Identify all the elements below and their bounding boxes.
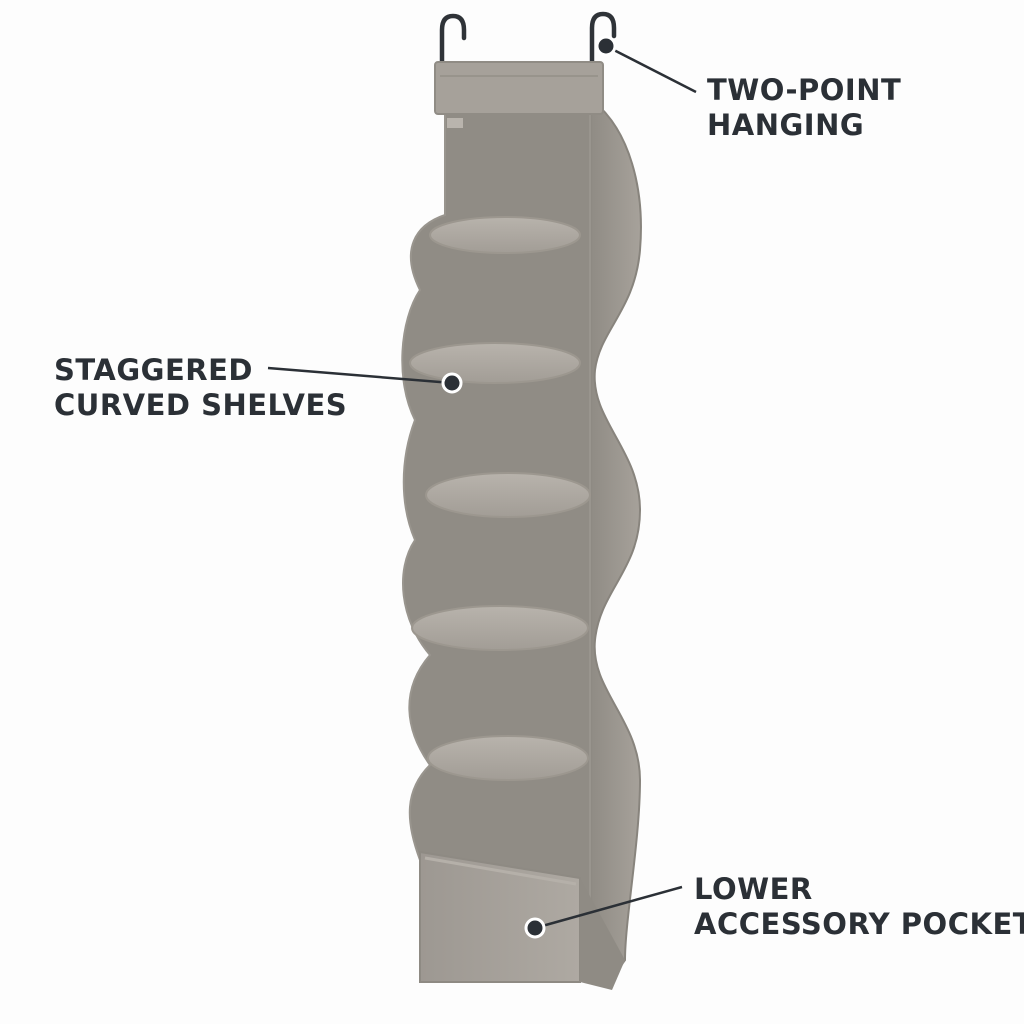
callout-pocket-label: LOWER ACCESSORY POCKET — [694, 872, 1024, 942]
wavy-side-panel — [589, 98, 642, 980]
callout-hanging-label: TWO-POINT HANGING — [707, 73, 901, 143]
brand-tag — [447, 118, 463, 128]
callout-hanging-line2: HANGING — [707, 108, 865, 142]
hook-right — [589, 11, 617, 75]
callout-shelves-label: STAGGERED CURVED SHELVES — [54, 353, 347, 423]
callout-shelves-pointer — [267, 366, 463, 394]
shelf-1 — [429, 216, 581, 254]
callout-shelves-line1: STAGGERED — [54, 353, 253, 387]
shelf-2 — [409, 342, 581, 384]
shelf-4 — [411, 605, 589, 651]
shelves — [409, 216, 591, 781]
shelf-5 — [427, 735, 589, 781]
hook-left — [439, 13, 467, 75]
callout-hanging-line1: TWO-POINT — [707, 73, 902, 107]
callout-shelves-line2: CURVED SHELVES — [54, 388, 348, 422]
callout-pocket-line1: LOWER — [694, 872, 813, 906]
callout-pocket-line2: ACCESSORY POCKET — [694, 907, 1024, 941]
callout-pocket-pointer — [524, 885, 683, 939]
callout-hanging-pointer — [595, 35, 697, 94]
shelf-3 — [425, 472, 591, 518]
top-header-band — [434, 61, 604, 115]
